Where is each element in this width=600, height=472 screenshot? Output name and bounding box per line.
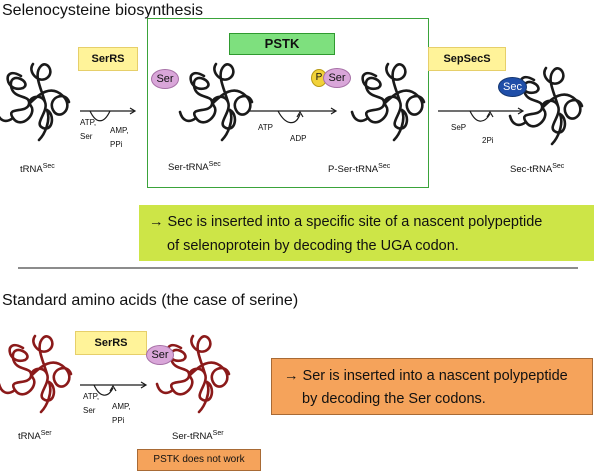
label-ser-trna-ser: Ser-tRNASer <box>172 430 224 443</box>
bottom-input-ser: Ser <box>83 406 96 415</box>
ser-note-line2: by decoding the Ser codons. <box>302 391 486 407</box>
bottom-output-ppi: PPi <box>112 416 125 425</box>
step1-output-amp: AMP, <box>110 126 129 135</box>
label-trna-sec: tRNASec <box>20 163 55 176</box>
bottom-output-amp: AMP, <box>112 402 131 411</box>
pstk-enzyme-label: PSTK <box>229 33 335 55</box>
bottom-serrs-enzyme-label: SerRS <box>75 331 147 355</box>
label-sec-trna-sec: Sec-tRNASec <box>510 163 565 176</box>
serrs-enzyme-label: SerRS <box>78 47 138 71</box>
ser-amino-acid-badge: Ser <box>151 69 179 89</box>
step1-output-ppi: PPi <box>110 140 123 149</box>
step1-outputs: AMP, PPi <box>110 126 129 150</box>
step1-inputs: ATP, Ser <box>80 118 96 142</box>
arrow-step3 <box>438 107 525 122</box>
step1-input-atp: ATP, <box>80 118 97 127</box>
bottom-step-inputs: ATP, Ser <box>83 392 99 416</box>
step2-input-atp: ATP <box>258 123 273 132</box>
section-title-selenocysteine: Selenocysteine biosynthesis <box>2 2 204 19</box>
label-pser-trna-sec: P-Ser-tRNASec <box>328 163 391 176</box>
ser-insertion-note: → Ser is inserted into a nascent polypep… <box>271 358 593 415</box>
sec-note-line2: of selenoprotein by decoding the UGA cod… <box>167 238 459 254</box>
arrow-bottom-step <box>80 381 148 396</box>
step3-input-sep: SeP <box>451 123 467 132</box>
label-trna-ser: tRNASer <box>18 430 52 443</box>
step1-input-ser: Ser <box>80 132 93 141</box>
bottom-ser-badge: Ser <box>146 345 174 365</box>
bottom-input-atp: ATP, <box>83 392 100 401</box>
section-title-standard-amino-acids: Standard amino acids (the case of serine… <box>2 292 299 309</box>
pstk-does-not-work-badge: PSTK does not work <box>137 449 261 471</box>
bottom-step-outputs: AMP, PPi <box>112 402 131 426</box>
label-ser-trna-sec: Ser-tRNASec <box>168 161 221 174</box>
pstk-reaction-box <box>147 18 429 188</box>
arrow-step1 <box>80 107 137 122</box>
ser-note-line1: → Ser is inserted into a nascent polypep… <box>284 368 568 384</box>
sec-insertion-note: → Sec is inserted into a specific site o… <box>139 205 594 261</box>
sec-amino-acid-badge: Sec <box>498 77 527 97</box>
sec-note-line1: → Sec is inserted into a specific site o… <box>149 214 543 230</box>
sepsecs-enzyme-label: SepSecS <box>428 47 506 71</box>
step3-output-2pi: 2Pi <box>482 136 494 145</box>
trna-ser-shape <box>0 334 73 414</box>
pser-amino-acid-badge: Ser <box>323 68 351 88</box>
arrow-step2 <box>248 107 338 124</box>
trna-sec-shape <box>0 62 71 142</box>
step2-output-adp: ADP <box>290 134 307 143</box>
